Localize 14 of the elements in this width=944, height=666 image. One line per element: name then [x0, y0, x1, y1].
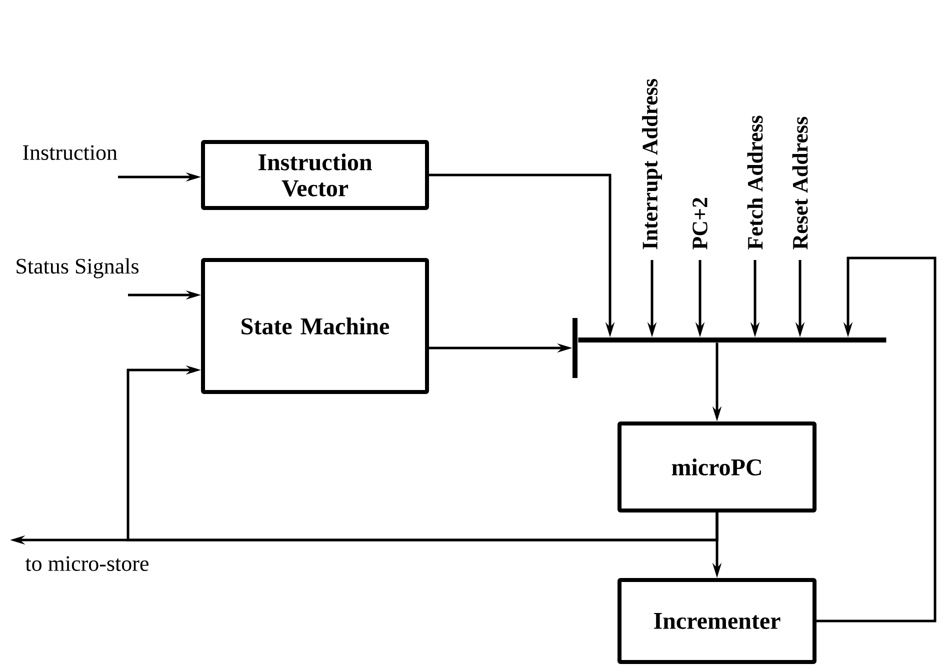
- signal-label: Reset Address: [792, 116, 808, 250]
- bus-bar: [572, 318, 578, 378]
- signal-label: Status Signals: [16, 258, 138, 278]
- block-box: Instruction Vector: [201, 140, 429, 210]
- block-box: Incrementer: [618, 578, 817, 664]
- arrow: [816, 256, 936, 622]
- block-box: microPC: [618, 422, 817, 512]
- block-box: State Machine: [201, 258, 429, 394]
- signal-label: Fetch Address: [747, 116, 763, 250]
- signal-label: to micro-store: [25, 556, 148, 571]
- signal-label: Interrupt Address: [642, 79, 662, 250]
- signal-label: Instruction: [23, 145, 118, 160]
- signal-label: PC+2: [692, 198, 708, 250]
- arrow: [126, 365, 718, 542]
